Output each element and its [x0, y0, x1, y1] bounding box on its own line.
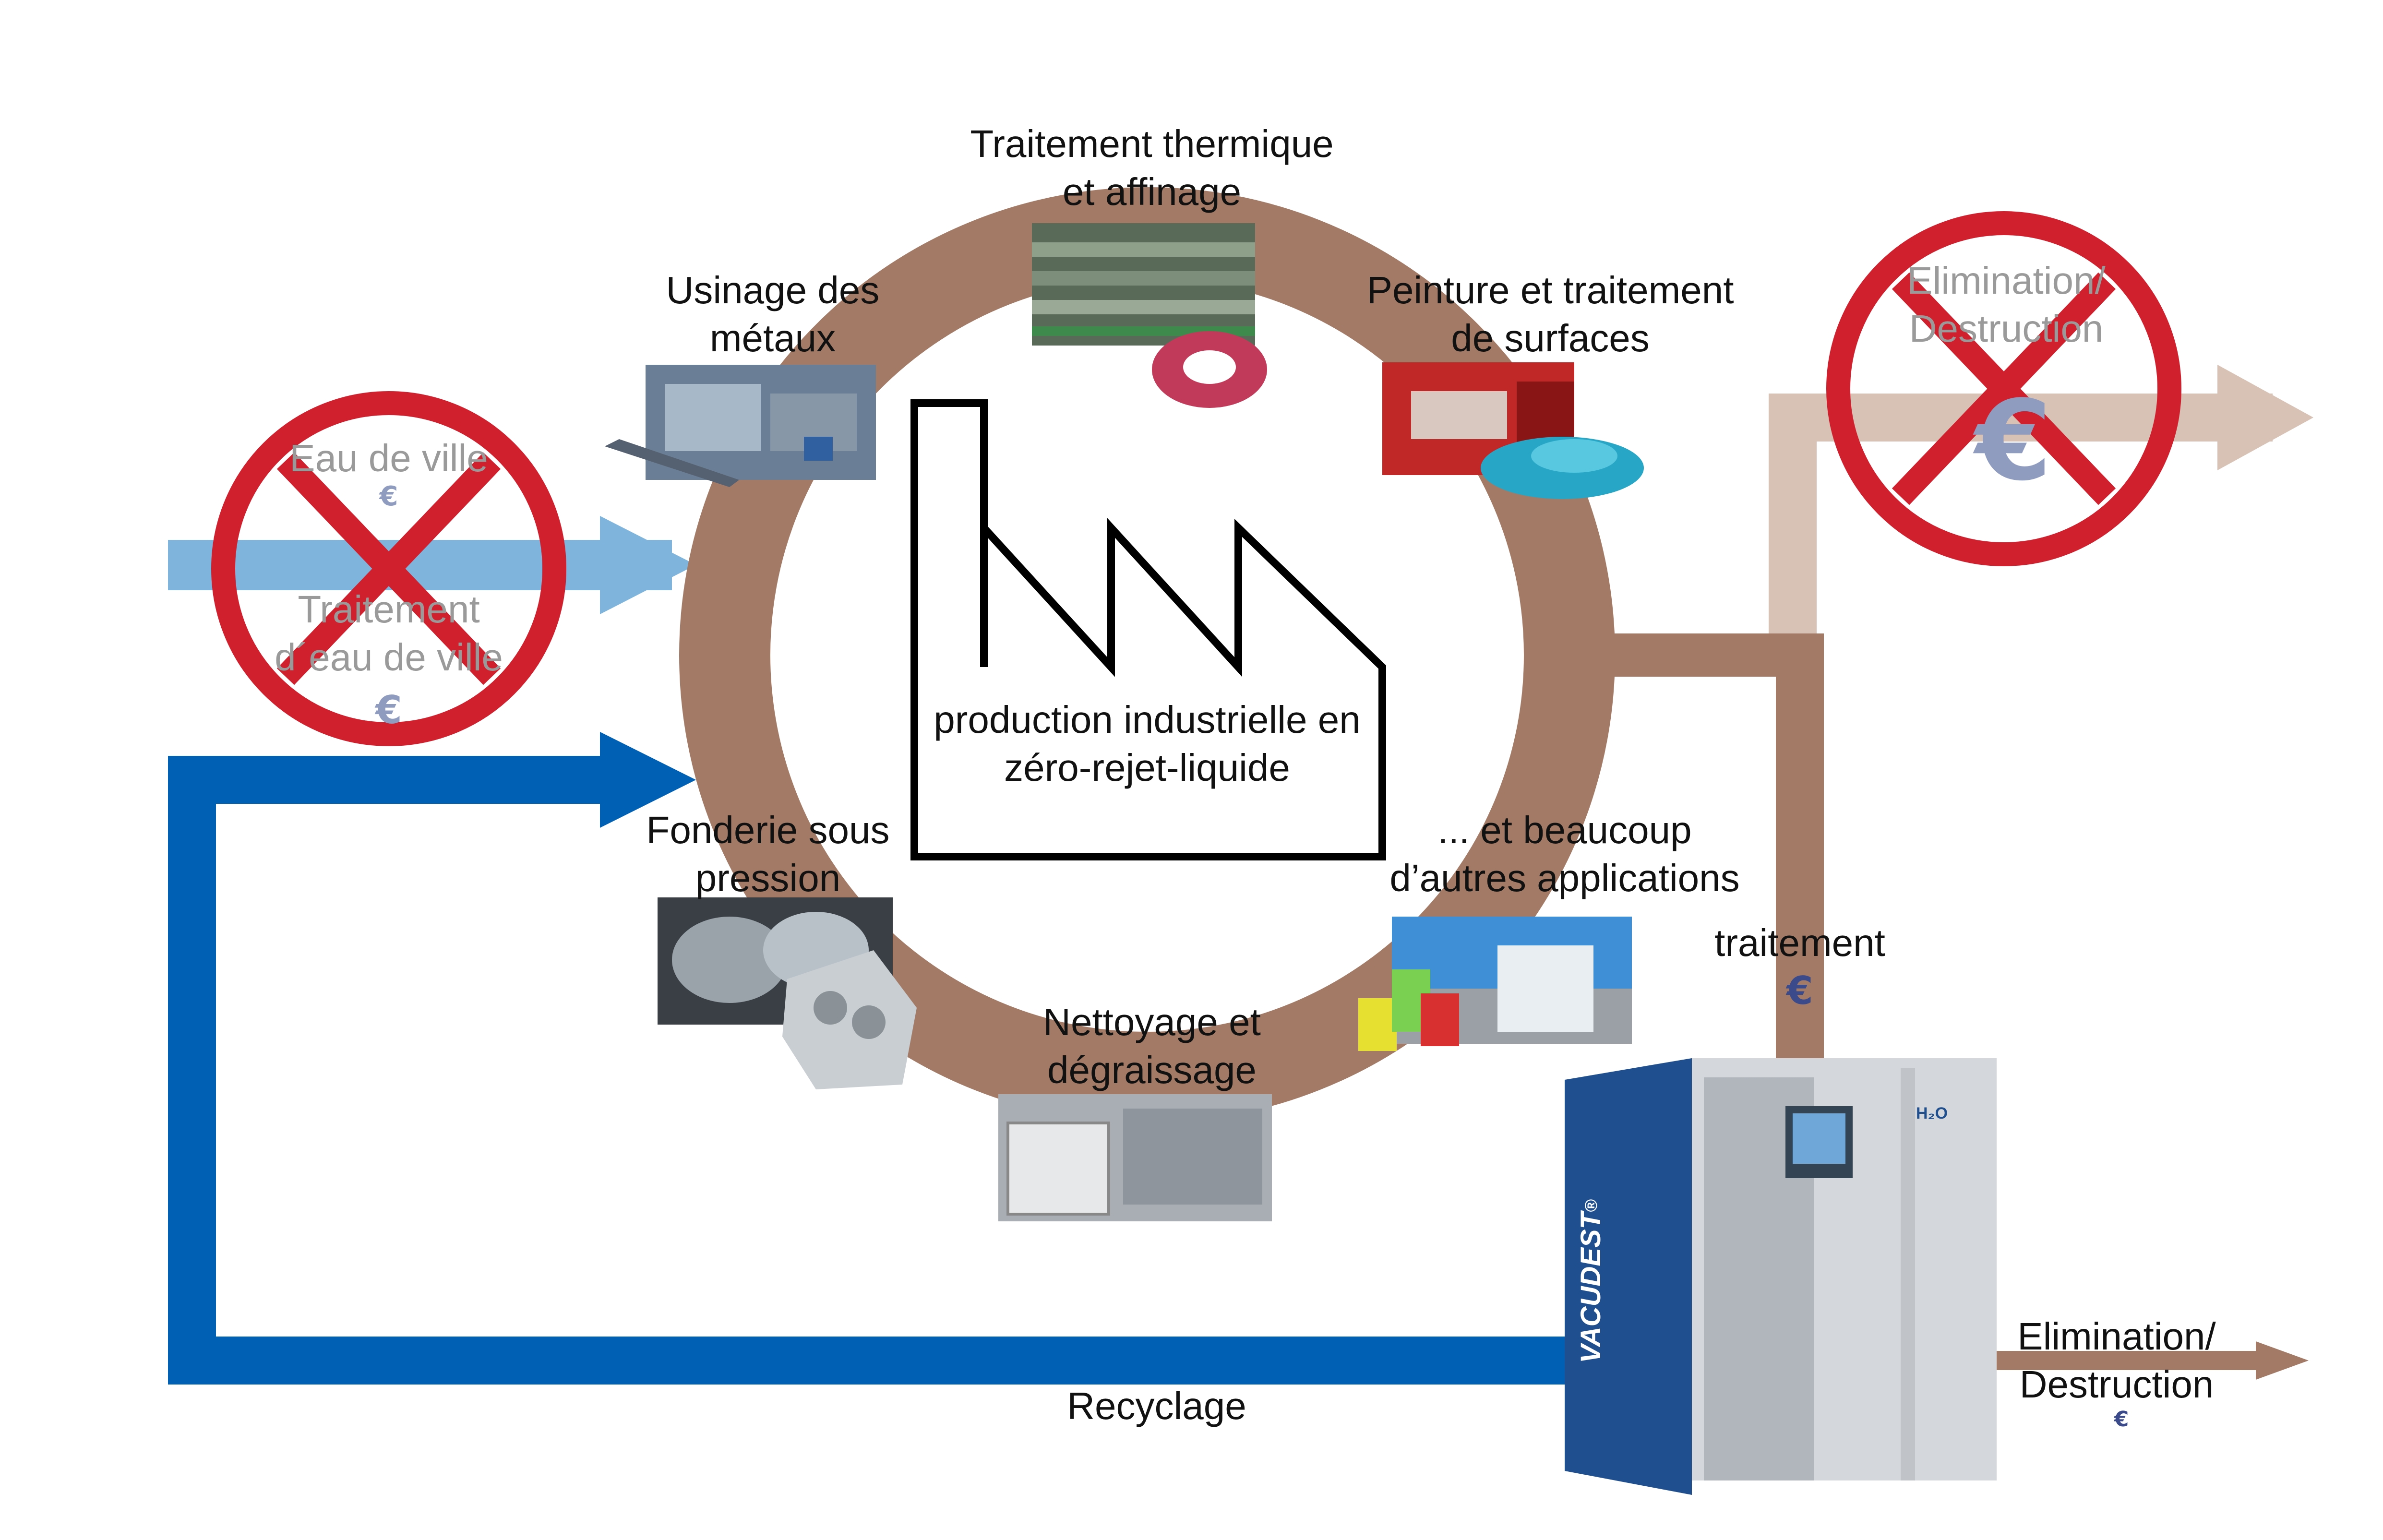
label-painting-line2: de surfaces	[1451, 317, 1650, 359]
photo-machining	[646, 365, 876, 480]
recycle-loop-pipe	[168, 732, 1584, 1385]
label-cleaning-line1: Nettoyage et	[1043, 1001, 1261, 1043]
prohibition-sign-right	[1826, 211, 2181, 566]
vacudest-machine	[1565, 1058, 1997, 1495]
label-painting-line1: Peinture et traitement	[1366, 269, 1734, 311]
photo-die-casting	[658, 897, 893, 1025]
label-cleaning: Nettoyage et dégraissage	[984, 998, 1320, 1094]
center-label-line2: zéro-rejet-liquide	[1004, 746, 1290, 789]
label-metal-machining: Usinage des métaux	[624, 266, 922, 362]
factory-outline	[910, 399, 1386, 860]
label-metal-machining-line1: Usinage des	[666, 269, 880, 311]
photo-engine-block	[778, 941, 922, 1099]
euro-elimination-bottom: €	[2114, 1407, 2129, 1432]
center-label: production industrielle en zéro-rejet-li…	[917, 696, 1377, 792]
label-city-water-treatment: Traitement d´eau de ville	[221, 585, 557, 681]
machine-brand: VACUDEST	[1575, 1212, 1606, 1363]
label-heat-treatment-line2: et affinage	[1062, 170, 1242, 213]
photo-cleaning	[998, 1094, 1272, 1221]
photo-blue-part	[1478, 422, 1646, 504]
photo-tap-tool	[600, 432, 744, 489]
label-elimination-top-line1: Elimination/	[1907, 259, 2106, 302]
label-heat-treatment: Traitement thermique et affinage	[922, 120, 1382, 216]
label-other-applications-line2: d’autres applications	[1389, 857, 1740, 899]
disposal-pipe-bottom	[1982, 1341, 2309, 1380]
euro-city-water: €	[379, 481, 398, 512]
label-die-casting-line1: Fonderie sous	[646, 809, 890, 851]
machine-registered: ®	[1581, 1199, 1601, 1212]
label-elimination-top: Elimination/ Destruction	[1814, 257, 2198, 353]
label-recycling: Recyclage	[1067, 1385, 1246, 1427]
label-metal-machining-line2: métaux	[709, 317, 836, 359]
center-label-line1: production industrielle en	[934, 698, 1361, 741]
label-city-water-treatment-line1: Traitement	[298, 588, 480, 631]
prohibition-sign-left	[211, 391, 566, 746]
label-heat-treatment-line1: Traitement thermique	[970, 122, 1334, 165]
label-die-casting: Fonderie sous pression	[619, 806, 917, 902]
machine-h2o-badge: H₂O	[1916, 1104, 1948, 1122]
photo-gear	[1147, 317, 1272, 413]
label-elimination-bottom: Elimination/ Destruction	[1949, 1313, 2285, 1409]
label-elimination-top-line2: Destruction	[1909, 307, 2104, 350]
photo-industrial-plant	[1392, 917, 1632, 1044]
label-city-water-treatment-line2: d´eau de ville	[275, 636, 503, 679]
label-treatment: traitement	[1714, 921, 1885, 964]
euro-elimination-top: €	[1975, 377, 2052, 505]
euro-city-water-treatment: €	[375, 688, 402, 732]
euro-treatment: €	[1786, 968, 1813, 1013]
treatment-pipe	[1584, 633, 1824, 1094]
label-other-applications: ... et beaucoup d’autres applications	[1349, 806, 1781, 902]
label-other-applications-line1: ... et beaucoup	[1437, 809, 1692, 851]
label-die-casting-line2: pression	[695, 857, 841, 899]
label-painting: Peinture et traitement de surfaces	[1334, 266, 1766, 362]
photo-lab-beakers	[1349, 941, 1473, 1056]
label-city-water: Eau de ville	[289, 437, 488, 479]
label-elimination-bottom-line2: Destruction	[2019, 1363, 2214, 1406]
label-cleaning-line2: dégraissage	[1047, 1049, 1257, 1091]
machine-brand-label: VACUDEST®	[1567, 1161, 1615, 1401]
photo-heat-treatment	[1032, 223, 1255, 346]
label-elimination-bottom-line1: Elimination/	[2017, 1315, 2216, 1358]
